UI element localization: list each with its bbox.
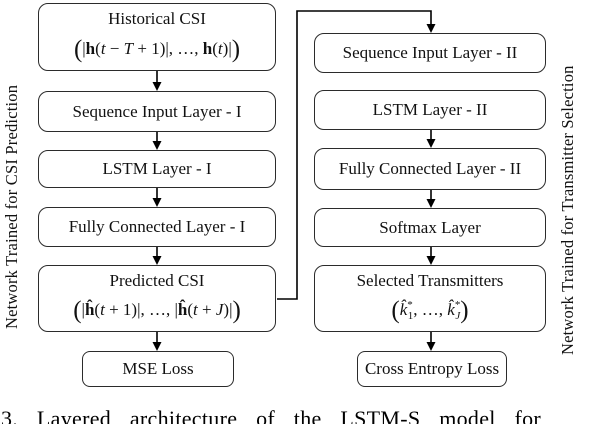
lstm-layer-2-label: LSTM Layer - II: [372, 100, 488, 120]
predicted-csi-title: Predicted CSI: [109, 270, 205, 290]
fully-connected-layer-2-box: Fully Connected Layer - II: [314, 148, 546, 190]
predicted-csi-formula: (|ĥ(t + 1)|, …, |ĥ(t + J)|): [73, 297, 241, 325]
figure-caption: 3. Layered architecture of the LSTM-S mo…: [1, 406, 542, 424]
lstm-layer-2-box: LSTM Layer - II: [314, 90, 546, 130]
fully-connected-layer-1-box: Fully Connected Layer - I: [38, 207, 276, 247]
lstm-layer-1-box: LSTM Layer - I: [38, 150, 276, 188]
mse-loss-label: MSE Loss: [122, 359, 194, 379]
right-network-label: Network Trained for Transmitter Selectio…: [558, 65, 577, 355]
historical-csi-formula: (|h(t − T + 1)|, …, h(t)|): [73, 35, 241, 63]
cross-entropy-loss-label: Cross Entropy Loss: [364, 359, 500, 379]
lstm-layer-1-label: LSTM Layer - I: [102, 159, 212, 179]
selected-transmitters-formula: (k̂*1, …, k̂*J): [391, 297, 469, 325]
selected-transmitters-box: Selected Transmitters (k̂*1, …, k̂*J): [314, 265, 546, 332]
predicted-csi-box: Predicted CSI (|ĥ(t + 1)|, …, |ĥ(t + J)|…: [38, 265, 276, 332]
historical-csi-box: Historical CSI (|h(t − T + 1)|, …, h(t)|…: [38, 3, 276, 71]
sequence-input-layer-1-label: Sequence Input Layer - I: [72, 101, 242, 121]
selected-transmitters-title: Selected Transmitters: [356, 270, 504, 290]
softmax-layer-box: Softmax Layer: [314, 208, 546, 247]
sequence-input-layer-2-box: Sequence Input Layer - II: [314, 33, 546, 73]
sequence-input-layer-1-box: Sequence Input Layer - I: [38, 91, 276, 132]
historical-csi-title: Historical CSI: [108, 9, 206, 29]
fully-connected-layer-1-label: Fully Connected Layer - I: [68, 217, 246, 237]
mse-loss-box: MSE Loss: [82, 351, 234, 387]
sequence-input-layer-2-label: Sequence Input Layer - II: [342, 43, 518, 63]
fully-connected-layer-2-label: Fully Connected Layer - II: [338, 159, 522, 179]
softmax-layer-label: Softmax Layer: [379, 217, 481, 237]
left-network-label: Network Trained for CSI Prediction: [2, 84, 21, 330]
cross-entropy-loss-box: Cross Entropy Loss: [357, 351, 507, 387]
